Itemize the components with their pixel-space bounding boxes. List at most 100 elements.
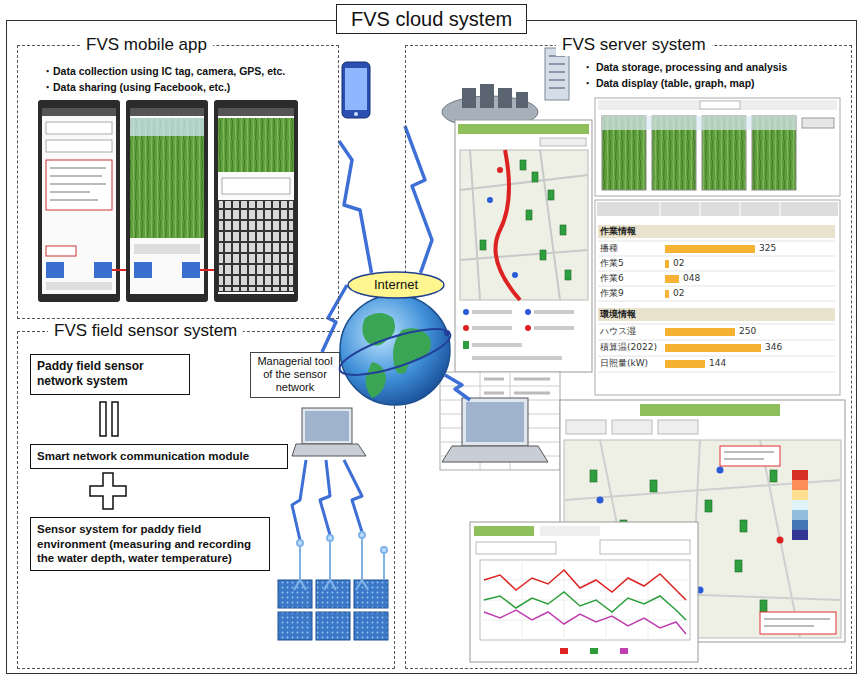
phone-screenshots bbox=[112, 269, 126, 271]
table-cell: 作業5 bbox=[600, 258, 624, 269]
laptop-icon bbox=[442, 446, 548, 462]
region-heading: FVS field sensor system bbox=[48, 320, 243, 342]
bar-chart-panel bbox=[665, 328, 735, 336]
map-screenshot bbox=[740, 520, 747, 532]
process-box: Sensor system for paddy field environmen… bbox=[30, 517, 270, 571]
bar-chart-panel bbox=[660, 202, 780, 216]
table-cell: ハウス湿 bbox=[600, 326, 636, 337]
map-screenshot bbox=[764, 619, 830, 626]
map-screenshot bbox=[792, 520, 808, 530]
table-screenshot bbox=[440, 372, 560, 470]
map-screenshot bbox=[777, 537, 784, 544]
line-chart-screenshot bbox=[476, 542, 556, 554]
bar-chart-panel bbox=[665, 260, 669, 268]
photo-thumbnails bbox=[802, 118, 834, 128]
smartphone-icon bbox=[342, 62, 370, 118]
smartphone-icon bbox=[354, 112, 358, 116]
map-screenshot bbox=[455, 120, 592, 372]
process-box: Smart network communication module bbox=[30, 444, 288, 469]
phone-screenshots bbox=[130, 118, 204, 136]
map-screenshot bbox=[520, 160, 526, 170]
laptop-icon bbox=[462, 398, 528, 446]
map-screenshot bbox=[534, 310, 574, 314]
phone-screenshots bbox=[214, 100, 298, 302]
photo-thumbnails bbox=[700, 101, 740, 109]
phone-screenshots bbox=[46, 282, 112, 290]
node-label: Smart network communication module bbox=[37, 449, 281, 464]
phone-screenshots bbox=[134, 244, 200, 254]
bar-value: 325 bbox=[759, 243, 776, 254]
bar-chart-panel bbox=[598, 225, 835, 238]
map-screenshot bbox=[455, 120, 592, 372]
bar-chart-panel bbox=[665, 275, 679, 283]
line-chart-screenshot bbox=[620, 648, 628, 654]
map-screenshot bbox=[497, 167, 503, 173]
server-icon bbox=[480, 84, 494, 108]
line-chart-screenshot bbox=[590, 648, 598, 654]
map-screenshot bbox=[792, 530, 808, 540]
region-heading: FVS mobile app bbox=[80, 34, 213, 56]
lightning-connector bbox=[405, 126, 432, 273]
phone-screenshots bbox=[46, 262, 64, 278]
globe-to-laptop-bolt bbox=[445, 375, 470, 400]
phone-screenshots bbox=[38, 100, 120, 302]
paddy-field-illustration bbox=[324, 540, 336, 590]
phone-screenshots bbox=[218, 200, 294, 292]
laptop-icon bbox=[292, 444, 366, 456]
bar-value: 346 bbox=[765, 342, 782, 353]
ellipse-outline bbox=[348, 272, 444, 298]
map-screenshot bbox=[463, 309, 574, 360]
map-screenshot bbox=[792, 490, 808, 500]
table-cell: 環境情報 bbox=[600, 309, 636, 320]
paddy-field-illustration bbox=[278, 532, 388, 640]
bar-chart-panel bbox=[595, 200, 840, 395]
table-cell: 日照量(kW) bbox=[600, 358, 648, 369]
line-chart-screenshot bbox=[470, 522, 698, 662]
map-screenshot bbox=[720, 446, 780, 466]
paddy-field-illustration bbox=[316, 612, 350, 640]
map-screenshot bbox=[792, 500, 808, 510]
bar-chart-panel bbox=[598, 241, 835, 372]
globe-icon bbox=[366, 362, 386, 398]
plus-symbol bbox=[90, 473, 126, 509]
paddy-field-illustration bbox=[354, 612, 388, 640]
globe-icon bbox=[330, 288, 460, 418]
table-cell: 作業9 bbox=[600, 288, 624, 299]
phone-screenshots bbox=[130, 108, 204, 116]
map-screenshot bbox=[792, 510, 808, 520]
map-screenshot bbox=[548, 190, 554, 200]
table-cell: 積算温(2022) bbox=[600, 342, 657, 353]
bar-chart-panel bbox=[595, 200, 840, 395]
map-screenshot bbox=[658, 420, 698, 434]
map-screenshot bbox=[717, 467, 724, 474]
globe-to-laptop-bolt bbox=[445, 375, 470, 400]
phone-screenshots bbox=[94, 262, 112, 278]
map-screenshot bbox=[540, 250, 546, 260]
map-screenshot bbox=[640, 404, 780, 416]
map-screenshot bbox=[525, 309, 531, 315]
map-screenshot bbox=[472, 326, 512, 330]
laptop-icon bbox=[305, 411, 349, 441]
map-screenshot bbox=[526, 210, 532, 220]
map-screenshot bbox=[565, 270, 571, 280]
smartphone-icon bbox=[342, 62, 370, 118]
paddy-field-illustration bbox=[381, 547, 387, 553]
globe-icon bbox=[335, 320, 455, 384]
table-cell: 播種 bbox=[600, 243, 618, 254]
region-heading: FVS server system bbox=[556, 34, 712, 56]
bar-chart-panel bbox=[598, 308, 835, 321]
paddy-field-illustration bbox=[356, 537, 368, 590]
server-icon bbox=[549, 56, 565, 88]
table-cell: 作業6 bbox=[600, 273, 624, 284]
line-chart-screenshot bbox=[600, 540, 690, 554]
map-screenshot bbox=[650, 480, 657, 492]
paddy-field-illustration bbox=[278, 612, 312, 640]
phone-screenshots bbox=[50, 168, 106, 200]
bar-chart-panel bbox=[665, 344, 761, 352]
line-chart-screenshot bbox=[560, 648, 568, 654]
lightning-connector bbox=[339, 141, 372, 273]
map-screenshot bbox=[792, 470, 808, 480]
map-screenshot bbox=[770, 470, 777, 482]
bar-chart-panel bbox=[665, 360, 705, 368]
bullet-text: ・Data collection using IC tag, camera, G… bbox=[42, 64, 285, 79]
